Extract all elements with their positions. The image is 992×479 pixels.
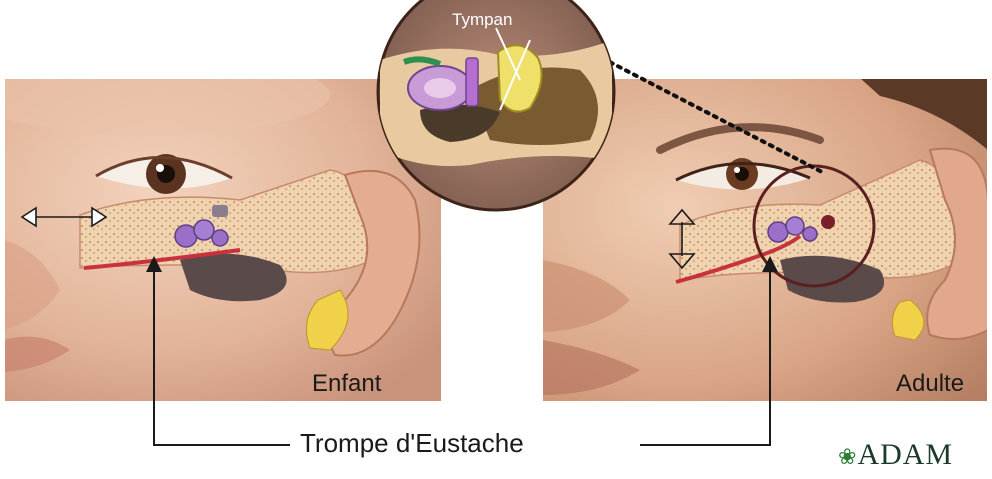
leaf-icon: ❀ xyxy=(838,444,857,469)
eustachian-tube-label: Trompe d'Eustache xyxy=(296,428,528,459)
adam-logo: ❀ADAM xyxy=(838,438,953,472)
adult-label: Adulte xyxy=(896,370,964,398)
child-panel xyxy=(0,55,442,402)
eardrum-label: Tympan xyxy=(452,10,512,30)
logo-text: ADAM xyxy=(857,438,953,471)
child-label: Enfant xyxy=(312,370,381,398)
